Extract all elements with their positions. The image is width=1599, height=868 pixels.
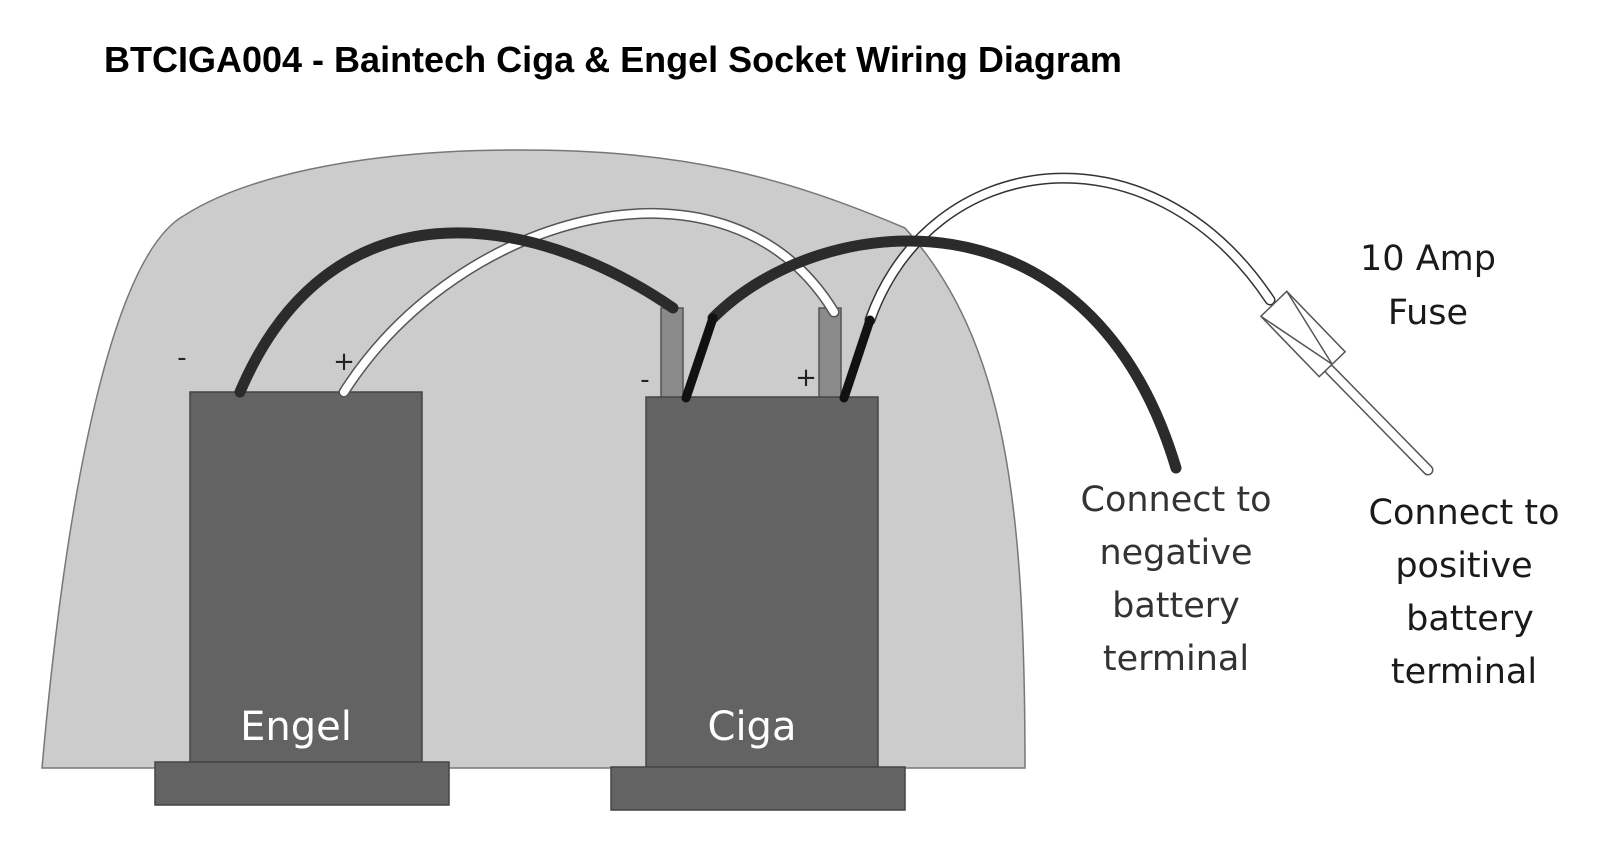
negative-note-line: battery: [1112, 586, 1240, 626]
negative-note-line: negative: [1099, 533, 1252, 573]
positive-link-wire: [338, 207, 840, 398]
diagram-title: BTCIGA004 - Baintech Ciga & Engel Socket…: [104, 39, 1122, 80]
positive-battery-lead: [864, 172, 1434, 476]
engel-socket-body: [189, 391, 423, 763]
fuse-label-line-1: 10 Amp: [1360, 239, 1496, 279]
ciga-socket: Ciga - +: [610, 307, 906, 811]
engel-socket: Engel - +: [154, 343, 450, 806]
positive-note: Connect to positive battery terminal: [1369, 493, 1560, 692]
positive-note-line: terminal: [1391, 652, 1537, 692]
positive-note-line: battery: [1406, 599, 1534, 639]
engel-positive-sign: +: [333, 347, 355, 377]
engel-label: Engel: [240, 704, 352, 750]
fuse-icon: [1259, 290, 1347, 378]
negative-note: Connect to negative battery terminal: [1081, 480, 1272, 679]
ciga-positive-connector: [839, 315, 875, 403]
ciga-socket-flange: [610, 766, 906, 811]
ciga-positive-terminal: [818, 307, 842, 399]
ciga-negative-sign: -: [640, 365, 649, 395]
engel-negative-sign: -: [177, 343, 186, 373]
fuse-label-line-2: Fuse: [1388, 293, 1468, 333]
engel-socket-flange: [154, 761, 450, 806]
ciga-positive-sign: +: [795, 363, 817, 393]
ciga-negative-terminal: [660, 307, 684, 399]
negative-note-line: terminal: [1103, 639, 1249, 679]
positive-note-line: Connect to: [1369, 493, 1560, 533]
ciga-label: Ciga: [708, 704, 797, 750]
negative-link-wire: [234, 227, 679, 398]
ciga-negative-connector: [681, 313, 718, 403]
negative-note-line: Connect to: [1081, 480, 1272, 520]
ciga-socket-body: [645, 396, 879, 768]
negative-battery-lead: [707, 235, 1182, 474]
positive-note-line: positive: [1395, 546, 1532, 586]
